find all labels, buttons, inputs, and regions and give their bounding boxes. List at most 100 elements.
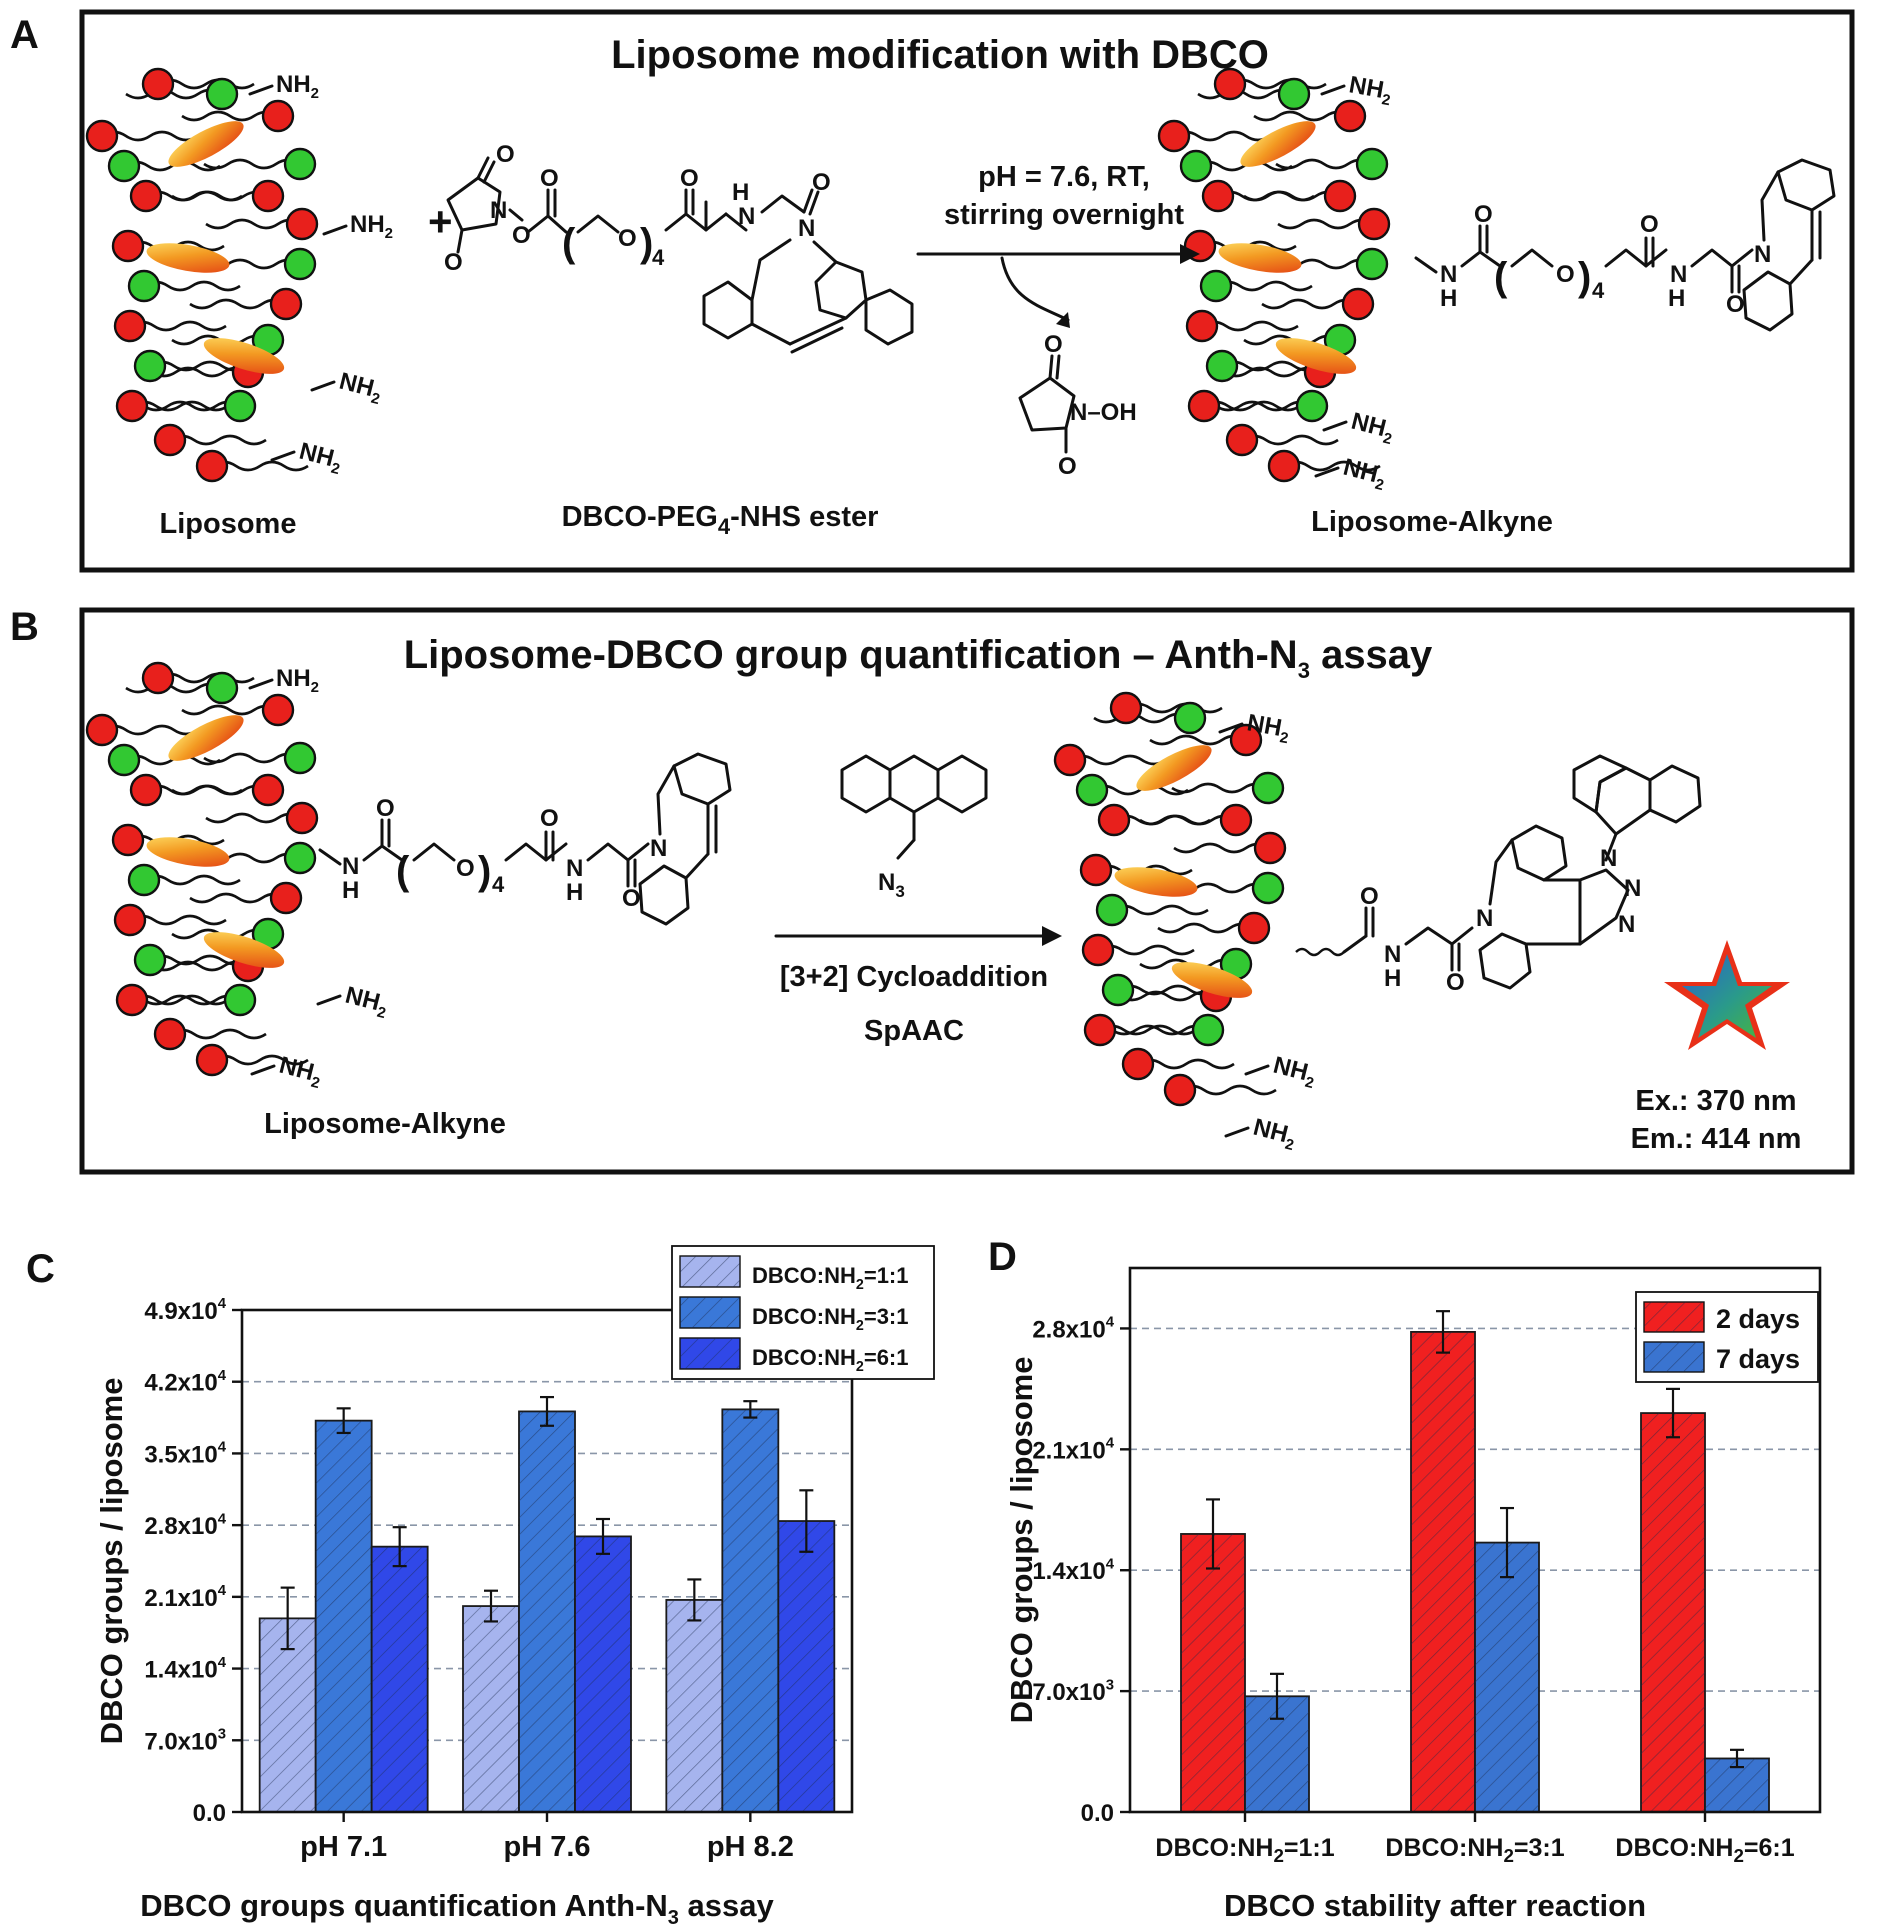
cholesterol-oval <box>1240 121 1316 167</box>
svg-text:O: O <box>1474 201 1493 228</box>
lipid-head <box>85 713 119 747</box>
svg-text:N: N <box>738 203 755 230</box>
svg-text:(: ( <box>1494 255 1508 299</box>
lipid-head <box>223 983 257 1017</box>
svg-text:N–OH: N–OH <box>1070 399 1137 426</box>
lipid-head <box>1267 449 1301 483</box>
y-tick-label: 0.0 <box>193 1800 226 1827</box>
lipid-head <box>129 179 163 213</box>
amine-label: NH2 <box>296 438 345 478</box>
y-tick-label: 4.9x104 <box>144 1296 226 1325</box>
lipid-head <box>1179 149 1213 183</box>
svg-text:N: N <box>1618 911 1635 938</box>
lipid-head <box>1157 119 1191 153</box>
lipid-head <box>1237 911 1271 945</box>
svg-text:O: O <box>444 249 463 276</box>
y-tick-label: 4.2x104 <box>144 1368 226 1397</box>
lipid-head <box>1173 701 1207 735</box>
condition-a-line2: stirring overnight <box>944 199 1184 231</box>
lipid-head <box>1253 831 1287 865</box>
lipid-head <box>1277 77 1311 111</box>
cholesterol-oval <box>168 121 244 167</box>
anthracene-azide-structure: N3 <box>840 754 988 901</box>
lipid-head <box>1357 207 1391 241</box>
lipid-head <box>1187 389 1221 423</box>
lipid-head <box>133 349 167 383</box>
amine-label: NH2 <box>1244 709 1292 747</box>
lipid-head <box>285 207 319 241</box>
lipid-head <box>1333 99 1367 133</box>
lipid-head <box>1201 179 1235 213</box>
cholesterol-oval <box>168 715 244 761</box>
y-axis-label: DBCO groups / liposome <box>94 1378 129 1745</box>
cholesterol-oval <box>203 338 285 374</box>
y-tick-label: 7.0x103 <box>144 1726 226 1755</box>
svg-text:N: N <box>650 835 667 862</box>
svg-text:O: O <box>496 141 515 168</box>
lipid-head <box>1251 771 1285 805</box>
svg-text:N: N <box>490 197 507 224</box>
cholesterol-oval <box>1136 745 1212 791</box>
svg-text:N: N <box>1600 845 1617 872</box>
svg-text:N: N <box>1670 261 1687 288</box>
svg-text:O: O <box>512 222 531 249</box>
panel-b-frame <box>79 607 1855 1175</box>
cholesterol-oval <box>1218 243 1302 273</box>
svg-text:O: O <box>540 805 559 832</box>
lipid-head <box>127 863 161 897</box>
x-axis-label: DBCO groups quantification Anth-N3 assay <box>140 1888 774 1928</box>
cholesterol-oval <box>1275 338 1357 374</box>
lipid-head <box>1075 773 1109 807</box>
svg-text:N: N <box>1440 261 1457 288</box>
azide-label: N3 <box>878 869 905 901</box>
lipid-head <box>205 671 239 705</box>
lipid-head <box>251 773 285 807</box>
dbco-linker-structure-a: N H O ( O ) 4 O N H O N <box>1414 158 1836 332</box>
liposome-alkyne-label: Liposome-Alkyne <box>1311 506 1553 538</box>
svg-text:O: O <box>622 885 641 912</box>
svg-text:N: N <box>1754 241 1771 268</box>
dbco-peg4-nhs-structure: O O N O O ( O ) 4 O N H O N <box>444 141 914 354</box>
lipid-head <box>1095 893 1129 927</box>
lipid-head <box>111 823 145 857</box>
svg-text:O: O <box>618 225 637 252</box>
condition-b-line1: [3+2] Cycloaddition <box>780 961 1048 993</box>
lipid-head <box>1101 973 1135 1007</box>
y-tick-label: 7.0x103 <box>1032 1677 1114 1706</box>
x-tick-label: DBCO:NH2=3:1 <box>1385 1834 1564 1866</box>
amine-label: NH2 <box>1250 1114 1299 1154</box>
lipid-head <box>261 693 295 727</box>
lipid-head <box>1163 1073 1197 1107</box>
svg-text:(: ( <box>562 221 576 265</box>
emission-label: Em.: 414 nm <box>1631 1123 1802 1155</box>
lipid-head <box>127 269 161 303</box>
svg-text:H: H <box>1668 285 1685 312</box>
lipid-head <box>195 1043 229 1077</box>
y-tick-label: 3.5x104 <box>144 1440 226 1469</box>
lipid-head <box>269 287 303 321</box>
lipid-head <box>1053 743 1087 777</box>
lipid-head <box>141 661 175 695</box>
lipid-head <box>111 229 145 263</box>
lipid-head <box>195 449 229 483</box>
svg-text:O: O <box>376 795 395 822</box>
lipid-head <box>1251 871 1285 905</box>
svg-text:N: N <box>1624 875 1641 902</box>
cholesterol-oval <box>1171 962 1253 998</box>
lipid-head <box>1205 349 1239 383</box>
panel-d-letter: D <box>988 1235 1017 1279</box>
svg-text:O: O <box>1726 291 1745 318</box>
excitation-label: Ex.: 370 nm <box>1635 1085 1796 1117</box>
svg-text:O: O <box>1058 453 1077 480</box>
lipid-head <box>1079 853 1113 887</box>
amine-label: NH2 <box>1346 71 1394 109</box>
lipid-head <box>1295 389 1329 423</box>
lipid-head <box>283 741 317 775</box>
x-tick-label: pH 7.6 <box>503 1831 590 1863</box>
chart-d: 0.07.0x1031.4x1042.1x1042.8x104DBCO:NH2=… <box>1004 1266 1822 1923</box>
svg-text:H: H <box>1440 285 1457 312</box>
condition-b-line2: SpAAC <box>864 1015 964 1047</box>
